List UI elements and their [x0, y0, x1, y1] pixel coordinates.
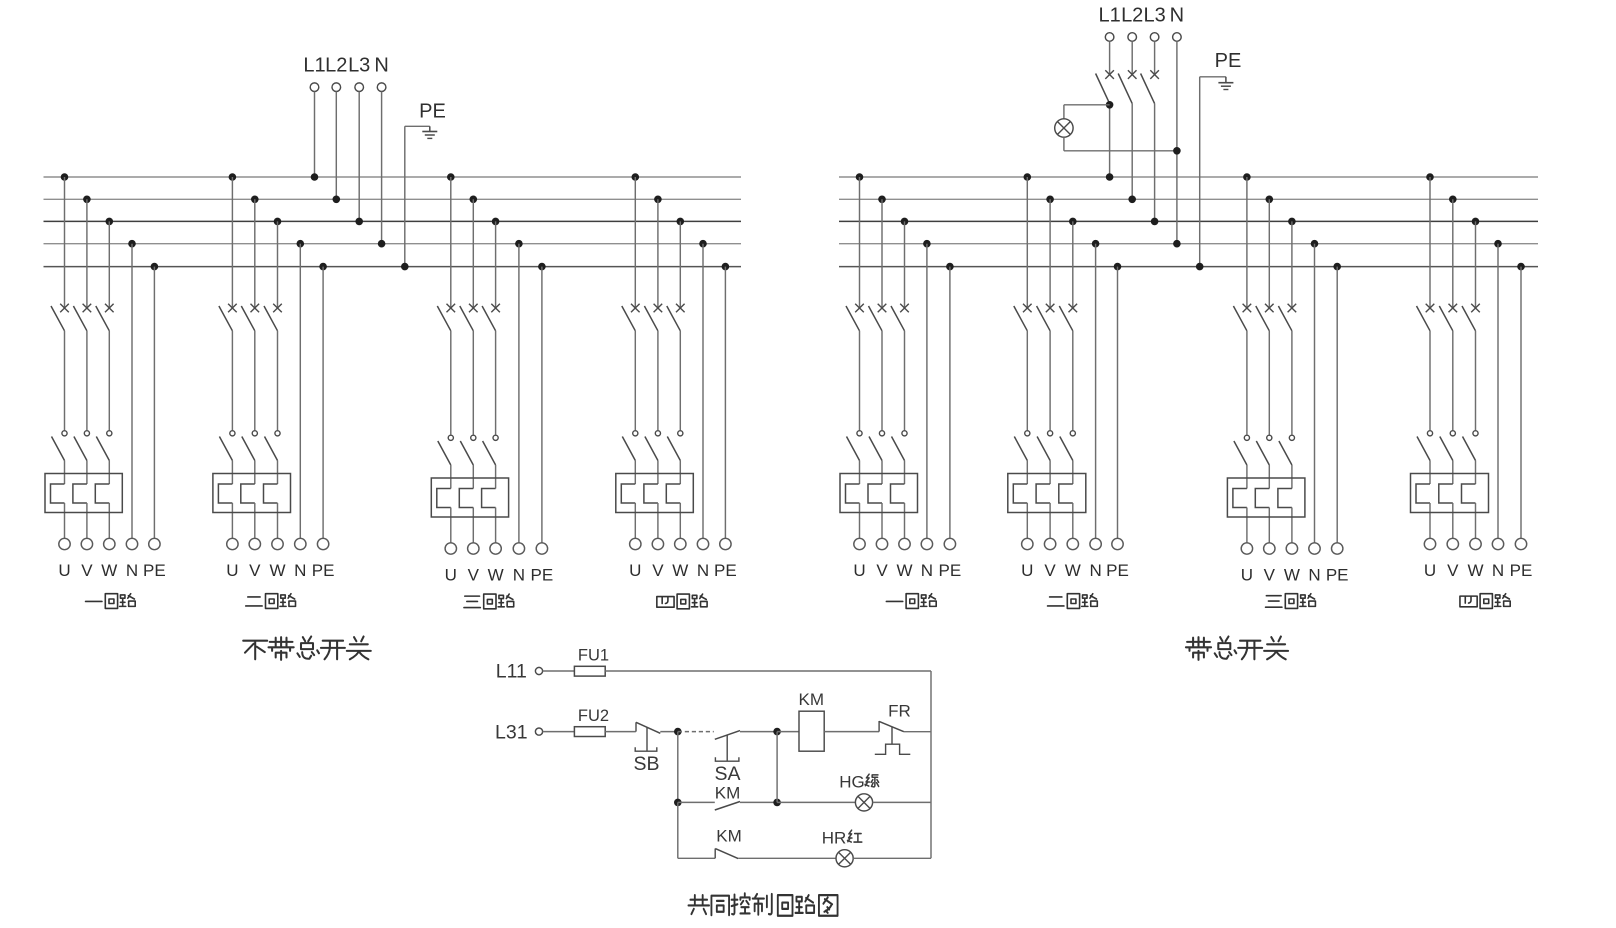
svg-text:W: W [1065, 561, 1081, 580]
svg-text:PE: PE [312, 561, 335, 580]
svg-text:N: N [1089, 561, 1101, 580]
svg-text:V: V [1447, 561, 1459, 580]
svg-text:PE: PE [1106, 561, 1129, 580]
svg-text:SB: SB [633, 753, 659, 775]
svg-text:KM: KM [715, 784, 741, 803]
svg-text:V: V [1044, 561, 1056, 580]
svg-text:W: W [1467, 561, 1483, 580]
svg-text:L1: L1 [303, 55, 325, 77]
svg-text:V: V [876, 561, 888, 580]
svg-text:SA: SA [714, 763, 740, 785]
svg-text:V: V [81, 561, 93, 580]
svg-text:V: V [249, 561, 261, 580]
svg-text:N: N [1170, 5, 1184, 27]
svg-text:FU1: FU1 [578, 647, 609, 665]
svg-text:KM: KM [716, 827, 742, 846]
svg-text:PE: PE [419, 101, 446, 123]
svg-text:L11: L11 [496, 661, 527, 683]
svg-text:L2: L2 [325, 55, 347, 77]
svg-text:N: N [126, 561, 138, 580]
svg-text:N: N [1308, 566, 1320, 585]
svg-text:N: N [294, 561, 306, 580]
svg-text:N: N [921, 561, 933, 580]
svg-text:U: U [1424, 561, 1436, 580]
svg-text:PE: PE [714, 561, 737, 580]
svg-text:W: W [896, 561, 912, 580]
svg-text:PE: PE [143, 561, 166, 580]
svg-text:V: V [652, 561, 664, 580]
svg-text:L1: L1 [1098, 5, 1120, 27]
svg-text:PE: PE [939, 561, 962, 580]
svg-text:W: W [488, 566, 504, 585]
svg-text:FU2: FU2 [578, 707, 609, 725]
svg-text:L3: L3 [1143, 5, 1165, 27]
svg-text:N: N [513, 566, 525, 585]
svg-text:N: N [697, 561, 709, 580]
svg-text:L31: L31 [495, 722, 528, 744]
svg-text:PE: PE [1215, 50, 1242, 72]
svg-text:W: W [672, 561, 688, 580]
svg-text:PE: PE [1510, 561, 1533, 580]
svg-text:PE: PE [531, 566, 554, 585]
svg-text:U: U [226, 561, 238, 580]
svg-text:U: U [1021, 561, 1033, 580]
svg-text:FR: FR [888, 702, 911, 721]
svg-text:V: V [1264, 566, 1276, 585]
svg-text:PE: PE [1326, 566, 1349, 585]
svg-text:L3: L3 [348, 55, 370, 77]
svg-text:HG: HG [839, 773, 865, 792]
svg-text:U: U [853, 561, 865, 580]
svg-text:HR: HR [822, 829, 847, 848]
svg-text:N: N [1492, 561, 1504, 580]
svg-text:U: U [58, 561, 70, 580]
svg-text:N: N [374, 55, 388, 77]
svg-text:U: U [1241, 566, 1253, 585]
svg-text:W: W [1284, 566, 1300, 585]
svg-text:W: W [269, 561, 285, 580]
svg-text:L2: L2 [1121, 5, 1143, 27]
svg-text:V: V [468, 566, 480, 585]
svg-text:U: U [629, 561, 641, 580]
svg-text:KM: KM [799, 690, 825, 709]
svg-text:W: W [101, 561, 117, 580]
svg-text:U: U [445, 566, 457, 585]
